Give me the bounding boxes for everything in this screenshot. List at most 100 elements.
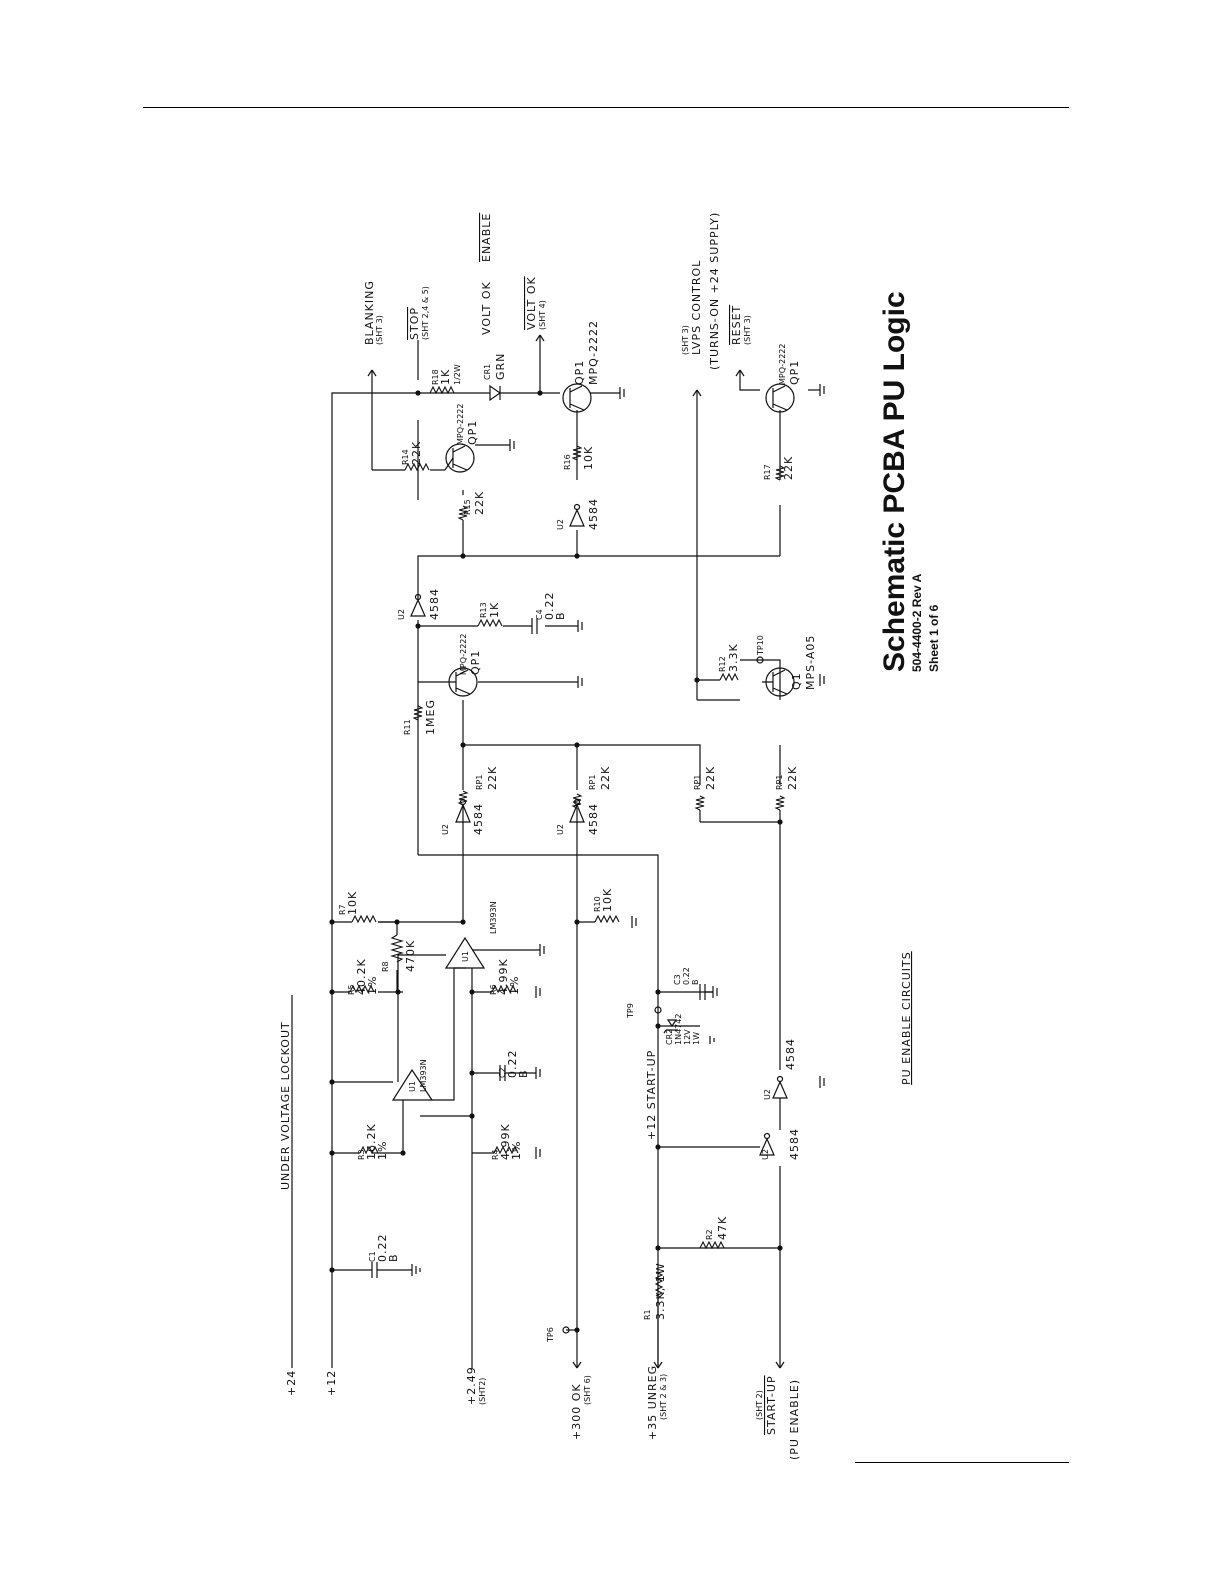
- plus35-ref: (SHT 2 & 3): [659, 1374, 668, 1420]
- r16-label: R16 10K: [563, 446, 595, 470]
- rp1a-label: RP1 22K: [475, 766, 499, 790]
- svg-text:3.3K: 3.3K: [727, 643, 740, 672]
- svg-text:22K: 22K: [410, 441, 423, 465]
- svg-text:U2: U2: [556, 519, 565, 530]
- r11-label: R11 1MEG: [403, 699, 437, 735]
- svg-text:R13: R13: [479, 602, 488, 618]
- title-block: Schematic PCBA PU Logic 504-4400-2 Rev A…: [878, 291, 941, 672]
- r15-label: R15 22K: [463, 491, 486, 515]
- svg-text:C2: C2: [498, 1067, 507, 1078]
- r14-label: R14 22K: [401, 441, 423, 465]
- r5-label: R5 40.2K 1%: [347, 958, 379, 995]
- svg-text:4584: 4584: [788, 1128, 801, 1160]
- svg-text:22K: 22K: [704, 766, 717, 790]
- reset-label: RESET: [730, 305, 743, 345]
- svg-text:R14: R14: [401, 449, 410, 465]
- svg-text:MPQ-2222: MPQ-2222: [587, 320, 600, 385]
- svg-text:R12: R12: [718, 656, 727, 672]
- svg-text:4.99K: 4.99K: [497, 958, 510, 995]
- ground-symbols: [411, 384, 825, 1276]
- svg-text:U2: U2: [761, 1149, 770, 1160]
- signal-arrows: [367, 334, 785, 1369]
- svg-text:CR1: CR1: [483, 364, 492, 380]
- title-part: 504-4400-2 Rev A: [910, 573, 924, 672]
- svg-text:1MEG: 1MEG: [424, 699, 437, 735]
- svg-text:0.22: 0.22: [506, 1050, 519, 1079]
- plus35-label: +35 UNREG: [646, 1365, 659, 1440]
- plus249-ref: (SHT2): [478, 1378, 487, 1405]
- svg-text:10K: 10K: [582, 446, 595, 470]
- svg-text:R7: R7: [338, 904, 347, 915]
- svg-text:RP1: RP1: [693, 775, 702, 790]
- svg-text:LM393N: LM393N: [489, 901, 498, 934]
- svg-text:3.3K, 1W: 3.3K, 1W: [654, 1262, 667, 1320]
- qp1d-label: MPQ-2222 QP1: [778, 344, 801, 386]
- u2c-label: U2 4584: [397, 588, 441, 620]
- svg-text:RP1: RP1: [775, 775, 784, 790]
- r6-label: R6 4.99K 1%: [489, 958, 521, 995]
- svg-text:B: B: [691, 980, 700, 986]
- plus24-label: +24: [285, 1370, 298, 1396]
- svg-text:47K: 47K: [716, 1216, 729, 1240]
- svg-text:QP1: QP1: [573, 360, 586, 385]
- svg-text:U2: U2: [441, 824, 450, 835]
- u2a-label: U2 4584: [441, 803, 485, 835]
- capacitor-symbols: [371, 618, 713, 1278]
- svg-text:1%: 1%: [366, 976, 379, 995]
- stop-ref: (SHT 2,4 & 5): [421, 286, 430, 340]
- svg-text:U1: U1: [461, 951, 470, 962]
- lvps-label: LVPS CONTROL: [690, 260, 703, 355]
- plus300ok-ref: (SHT 6): [583, 1375, 592, 1405]
- title-main: Schematic PCBA PU Logic: [878, 291, 911, 672]
- qp1b-label: MPQ-2222 QP1: [456, 404, 479, 446]
- svg-text:1%: 1%: [508, 976, 521, 995]
- title-sheet: Sheet 1 of 6: [927, 604, 941, 672]
- qp1a-label: MPQ-2222 QP1: [459, 634, 482, 676]
- svg-text:22K: 22K: [486, 766, 499, 790]
- wiring: [291, 335, 820, 1368]
- svg-text:CR2: CR2: [665, 1029, 674, 1045]
- rp1c-label: RP1 22K: [693, 766, 717, 790]
- undervoltage-label: UNDER VOLTAGE LOCKOUT: [279, 1021, 292, 1190]
- r1-label: R1 3.3K, 1W: [643, 1262, 667, 1320]
- svg-text:U2: U2: [397, 609, 406, 620]
- svg-text:10K: 10K: [601, 888, 614, 912]
- component-labels: R1 3.3K, 1W R2 47K C1 0.22 B R3 16.2K 1%…: [338, 320, 817, 1320]
- r7-label: R7 10K: [338, 891, 359, 915]
- svg-text:22K: 22K: [473, 491, 486, 515]
- svg-text:1%: 1%: [376, 1141, 389, 1160]
- u1a-label: U1 LM393N: [408, 1059, 428, 1092]
- r10-label: R10 10K: [593, 888, 614, 912]
- svg-text:C4: C4: [535, 609, 544, 620]
- comparator-symbols: [391, 936, 486, 1101]
- schmitt-inverter-symbols: [410, 503, 788, 1156]
- svg-text:MPQ-2222: MPQ-2222: [459, 634, 468, 676]
- svg-text:QP1: QP1: [469, 650, 482, 675]
- svg-text:22K: 22K: [782, 456, 795, 480]
- bottom-rule: [855, 1462, 1069, 1463]
- r18-label: R18 1K 1/2W: [431, 364, 462, 385]
- c2-label: C2 0.22 B: [498, 1050, 530, 1079]
- svg-text:4584: 4584: [472, 803, 485, 835]
- svg-text:4584: 4584: [587, 803, 600, 835]
- svg-text:22K: 22K: [599, 766, 612, 790]
- svg-text:0.22: 0.22: [682, 967, 691, 985]
- r2-label: R2 47K: [705, 1216, 729, 1240]
- svg-text:1W: 1W: [692, 1032, 701, 1045]
- svg-text:4584: 4584: [428, 588, 441, 620]
- svg-text:MPS-A05: MPS-A05: [804, 635, 817, 690]
- svg-text:0.22: 0.22: [543, 592, 556, 621]
- volt-ok-ref: (SHT 4): [538, 300, 547, 330]
- reset-ref: (SHT 3): [743, 315, 752, 345]
- svg-text:GRN: GRN: [494, 353, 507, 380]
- r4-label: R4 4.99K 1%: [491, 1123, 523, 1160]
- svg-text:B: B: [517, 1069, 530, 1078]
- blanking-label: BLANKING: [363, 280, 376, 345]
- section-title: PU ENABLE CIRCUITS: [900, 951, 913, 1085]
- svg-text:R1: R1: [643, 1309, 652, 1320]
- r17-label: R17 22K: [763, 456, 795, 480]
- lvps-ref: (SHT 3): [681, 325, 690, 355]
- stop-label: STOP: [408, 307, 421, 340]
